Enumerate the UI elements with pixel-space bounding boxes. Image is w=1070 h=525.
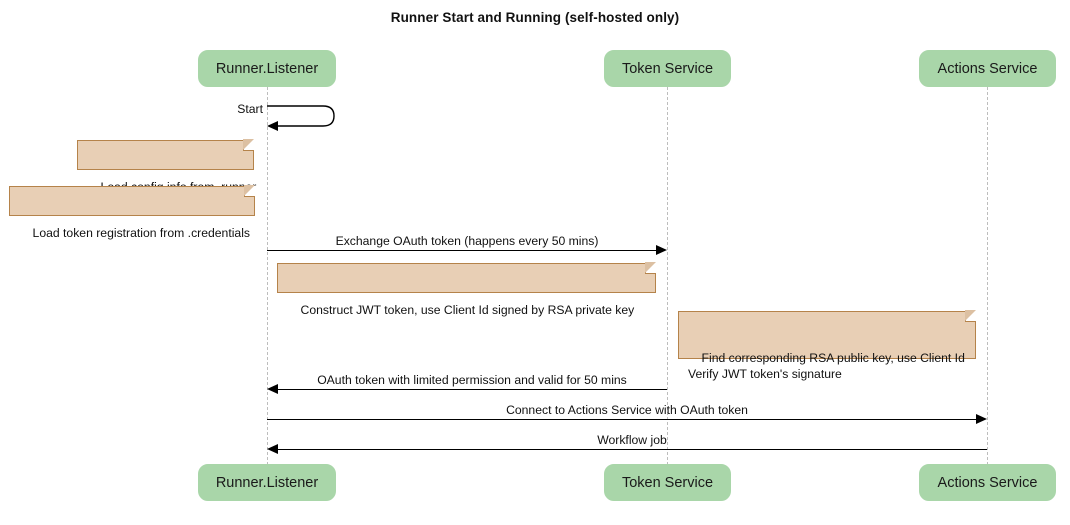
participant-label: Runner.Listener — [215, 474, 319, 491]
note-text: Find corresponding RSA public key, use C… — [688, 351, 965, 381]
note-text: Construct JWT token, use Client Id signe… — [300, 303, 635, 317]
lifeline-token — [667, 87, 668, 465]
lifeline-actions — [987, 87, 988, 465]
participant-runner-top[interactable]: Runner.Listener — [198, 50, 336, 87]
message-arrowhead-exchange-oauth — [656, 245, 667, 255]
message-line-workflow-job — [278, 449, 987, 450]
participant-token-bottom[interactable]: Token Service — [604, 464, 731, 501]
message-label-exchange-oauth: Exchange OAuth token (happens every 50 m… — [335, 234, 599, 248]
participant-label: Runner.Listener — [215, 60, 319, 77]
message-line-connect-actions — [267, 419, 977, 420]
note-dogear-icon — [244, 185, 255, 197]
message-label-workflow-job: Workflow job — [597, 433, 667, 447]
self-message-arrowhead-start — [267, 120, 278, 131]
note-text: Load token registration from .credential… — [32, 226, 251, 240]
participant-actions-bottom[interactable]: Actions Service — [919, 464, 1056, 501]
lifeline-runner — [267, 87, 268, 465]
message-label-connect-actions: Connect to Actions Service with OAuth to… — [506, 403, 748, 417]
message-line-oauth-token-reply — [278, 389, 667, 390]
participant-label: Token Service — [621, 474, 714, 491]
note-load-token-registration: Load token registration from .credential… — [9, 185, 255, 240]
participant-label: Actions Service — [937, 474, 1038, 491]
note-verify-jwt: Find corresponding RSA public key, use C… — [678, 310, 976, 381]
note-dogear-icon — [645, 262, 656, 274]
message-arrowhead-workflow-job — [267, 444, 278, 454]
note-dogear-icon — [243, 139, 254, 151]
message-arrowhead-oauth-token-reply — [267, 384, 278, 394]
participant-actions-top[interactable]: Actions Service — [919, 50, 1056, 87]
self-message-loop-start — [267, 104, 347, 136]
participant-label: Token Service — [621, 60, 714, 77]
participant-runner-bottom[interactable]: Runner.Listener — [198, 464, 336, 501]
note-load-config: Load config info from .runner — [77, 139, 256, 194]
participant-token-top[interactable]: Token Service — [604, 50, 731, 87]
message-line-exchange-oauth — [267, 250, 657, 251]
page-title: Runner Start and Running (self-hosted on… — [390, 10, 680, 25]
message-arrowhead-connect-actions — [976, 414, 987, 424]
self-message-label-start: Start — [237, 102, 263, 116]
note-dogear-icon — [965, 310, 976, 322]
note-construct-jwt: Construct JWT token, use Client Id signe… — [277, 262, 656, 317]
message-label-oauth-token-reply: OAuth token with limited permission and … — [317, 373, 627, 387]
participant-label: Actions Service — [937, 60, 1038, 77]
